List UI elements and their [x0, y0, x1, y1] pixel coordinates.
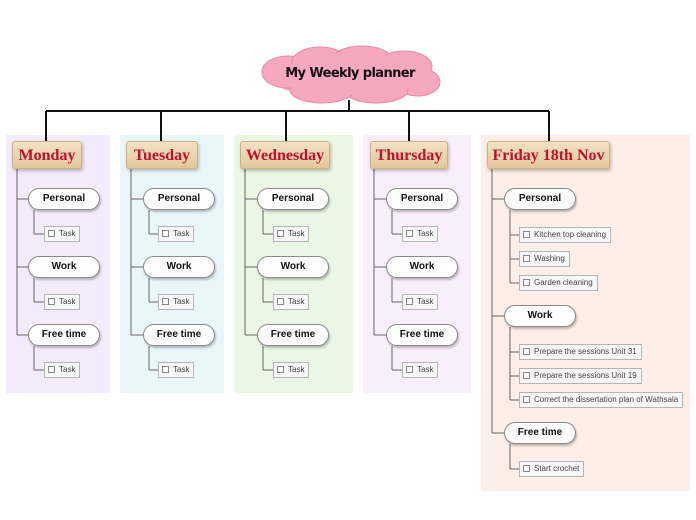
task-label: Prepare the sessions Unit 31: [534, 347, 637, 356]
checkbox-icon[interactable]: [277, 230, 284, 237]
task-item[interactable]: Task: [402, 226, 438, 242]
task-label: Task: [173, 297, 190, 306]
day-wednesday[interactable]: Wednesday: [240, 141, 330, 169]
task-label: Kitchen top cleaning: [534, 230, 607, 239]
category-work[interactable]: Work: [28, 256, 100, 278]
day-monday[interactable]: Monday: [12, 141, 82, 169]
checkbox-icon[interactable]: [523, 372, 530, 379]
task-item[interactable]: Task: [158, 362, 194, 378]
task-label: Task: [173, 229, 190, 238]
task-label: Task: [417, 297, 434, 306]
category-free-time[interactable]: Free time: [28, 324, 100, 346]
category-personal[interactable]: Personal: [386, 188, 458, 210]
checkbox-icon[interactable]: [523, 279, 530, 286]
checkbox-icon[interactable]: [162, 230, 169, 237]
checkbox-icon[interactable]: [406, 366, 413, 373]
checkbox-icon[interactable]: [406, 230, 413, 237]
task-label: Prepare the sessions Unit 19: [534, 371, 637, 380]
task-item[interactable]: Kitchen top cleaning: [519, 227, 612, 243]
checkbox-icon[interactable]: [48, 366, 55, 373]
task-label: Task: [417, 365, 434, 374]
checkbox-icon[interactable]: [523, 396, 530, 403]
category-work[interactable]: Work: [143, 256, 215, 278]
task-label: Task: [417, 229, 434, 238]
checkbox-icon[interactable]: [523, 255, 530, 262]
task-item[interactable]: Task: [402, 362, 438, 378]
task-label: Correct the dissertation plan of Wathsal…: [534, 395, 679, 404]
task-item[interactable]: Task: [44, 362, 80, 378]
task-item[interactable]: Washing: [519, 251, 570, 267]
task-label: Washing: [534, 254, 565, 263]
category-personal[interactable]: Personal: [257, 188, 329, 210]
day-friday[interactable]: Friday 18th Nov: [487, 141, 610, 169]
task-label: Task: [59, 365, 76, 374]
task-item[interactable]: Prepare the sessions Unit 31: [519, 344, 642, 360]
checkbox-icon[interactable]: [277, 298, 284, 305]
task-label: Start crochet: [534, 464, 580, 473]
day-tuesday[interactable]: Tuesday: [126, 141, 198, 169]
task-label: Task: [288, 229, 305, 238]
checkbox-icon[interactable]: [48, 230, 55, 237]
checkbox-icon[interactable]: [523, 348, 530, 355]
task-item[interactable]: Task: [158, 226, 194, 242]
category-free-time[interactable]: Free time: [257, 324, 329, 346]
task-label: Task: [59, 229, 76, 238]
day-thursday[interactable]: Thursday: [370, 141, 448, 169]
checkbox-icon[interactable]: [406, 298, 413, 305]
category-free-time[interactable]: Free time: [504, 422, 576, 444]
checkbox-icon[interactable]: [523, 231, 530, 238]
task-item[interactable]: Task: [402, 294, 438, 310]
task-item[interactable]: Task: [44, 226, 80, 242]
checkbox-icon[interactable]: [162, 298, 169, 305]
checkbox-icon[interactable]: [162, 366, 169, 373]
category-personal[interactable]: Personal: [504, 188, 576, 210]
task-item[interactable]: Garden cleaning: [519, 275, 598, 291]
category-free-time[interactable]: Free time: [386, 324, 458, 346]
category-free-time[interactable]: Free time: [143, 324, 215, 346]
category-work[interactable]: Work: [386, 256, 458, 278]
checkbox-icon[interactable]: [48, 298, 55, 305]
task-item[interactable]: Task: [273, 294, 309, 310]
task-item[interactable]: Correct the dissertation plan of Wathsal…: [519, 392, 684, 408]
task-label: Task: [173, 365, 190, 374]
category-work[interactable]: Work: [504, 305, 576, 327]
category-work[interactable]: Work: [257, 256, 329, 278]
task-item[interactable]: Start crochet: [519, 461, 585, 477]
task-item[interactable]: Prepare the sessions Unit 19: [519, 368, 642, 384]
cloud-shape: [261, 45, 441, 104]
task-item[interactable]: Task: [273, 226, 309, 242]
task-item[interactable]: Task: [273, 362, 309, 378]
task-item[interactable]: Task: [158, 294, 194, 310]
task-item[interactable]: Task: [44, 294, 80, 310]
task-label: Garden cleaning: [534, 278, 593, 287]
category-personal[interactable]: Personal: [28, 188, 100, 210]
task-label: Task: [288, 365, 305, 374]
checkbox-icon[interactable]: [277, 366, 284, 373]
planner-title[interactable]: My Weekly planner: [285, 66, 415, 81]
task-label: Task: [59, 297, 76, 306]
category-personal[interactable]: Personal: [143, 188, 215, 210]
task-label: Task: [288, 297, 305, 306]
checkbox-icon[interactable]: [523, 465, 530, 472]
